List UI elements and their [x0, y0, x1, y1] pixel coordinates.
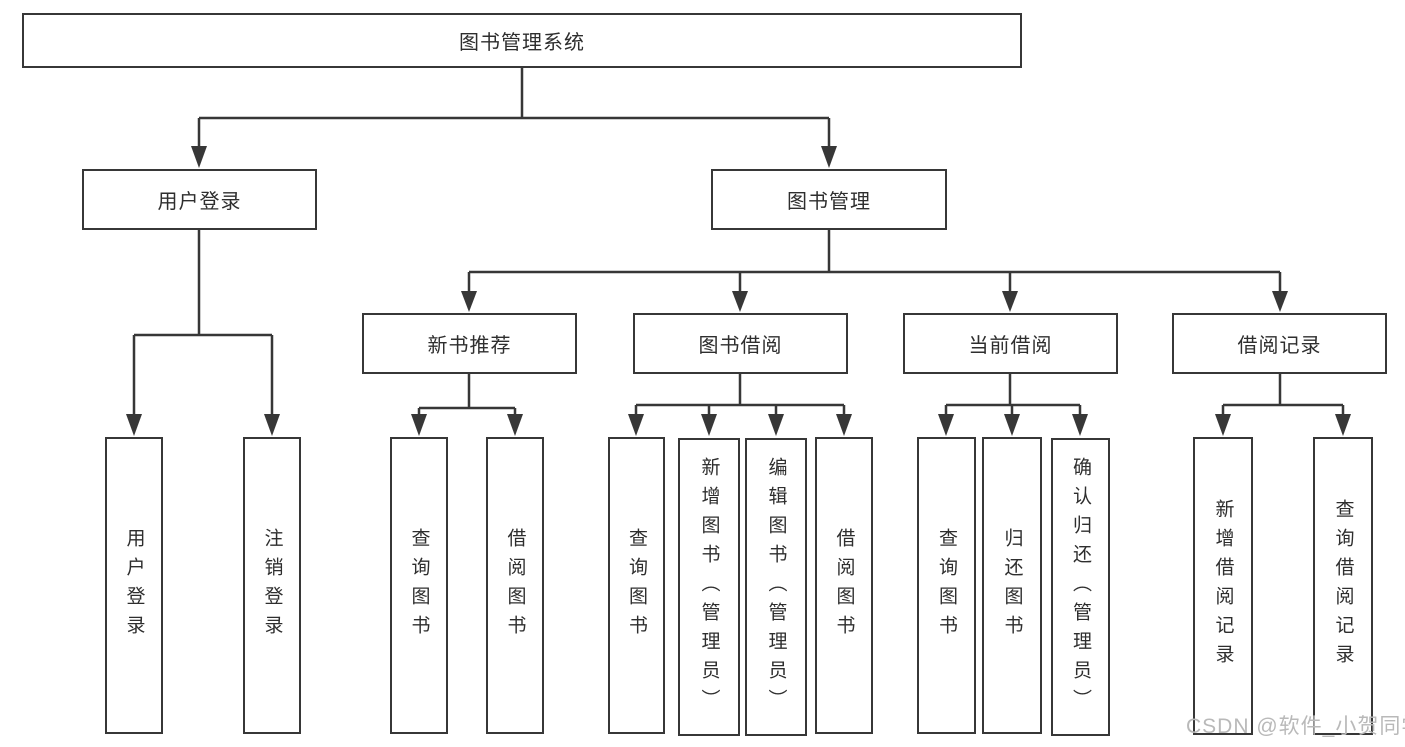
arrowheads-down	[126, 146, 1351, 436]
leaf-add-borrow-record: 新增借阅记录	[1193, 437, 1253, 735]
leaf-user-login: 用户登录	[105, 437, 163, 734]
node-current-borrow: 当前借阅	[903, 313, 1118, 374]
node-root-library-system: 图书管理系统	[22, 13, 1022, 68]
csdn-watermark: CSDN @软件_小贺同学	[1186, 715, 1405, 738]
leaf-query-books-2: 查询图书	[608, 437, 665, 734]
leaf-query-books-3: 查询图书	[917, 437, 976, 734]
connector-lines	[132, 68, 1345, 417]
node-book-borrow: 图书借阅	[633, 313, 848, 374]
leaf-add-book-admin: 新增图书（管理员）	[678, 438, 740, 736]
leaf-borrow-books-2: 借阅图书	[815, 437, 873, 734]
node-user-login: 用户登录	[82, 169, 317, 230]
leaf-edit-book-admin: 编辑图书（管理员）	[745, 438, 807, 736]
leaf-confirm-return-admin: 确认归还（管理员）	[1051, 438, 1110, 736]
leaf-borrow-books-1: 借阅图书	[486, 437, 544, 734]
node-borrow-records: 借阅记录	[1172, 313, 1387, 374]
leaf-query-books-1: 查询图书	[390, 437, 448, 734]
node-new-book-recommend: 新书推荐	[362, 313, 577, 374]
leaf-logout: 注销登录	[243, 437, 301, 734]
leaf-query-borrow-record: 查询借阅记录	[1313, 437, 1373, 735]
node-book-management: 图书管理	[711, 169, 947, 230]
leaf-return-book: 归还图书	[982, 437, 1042, 734]
